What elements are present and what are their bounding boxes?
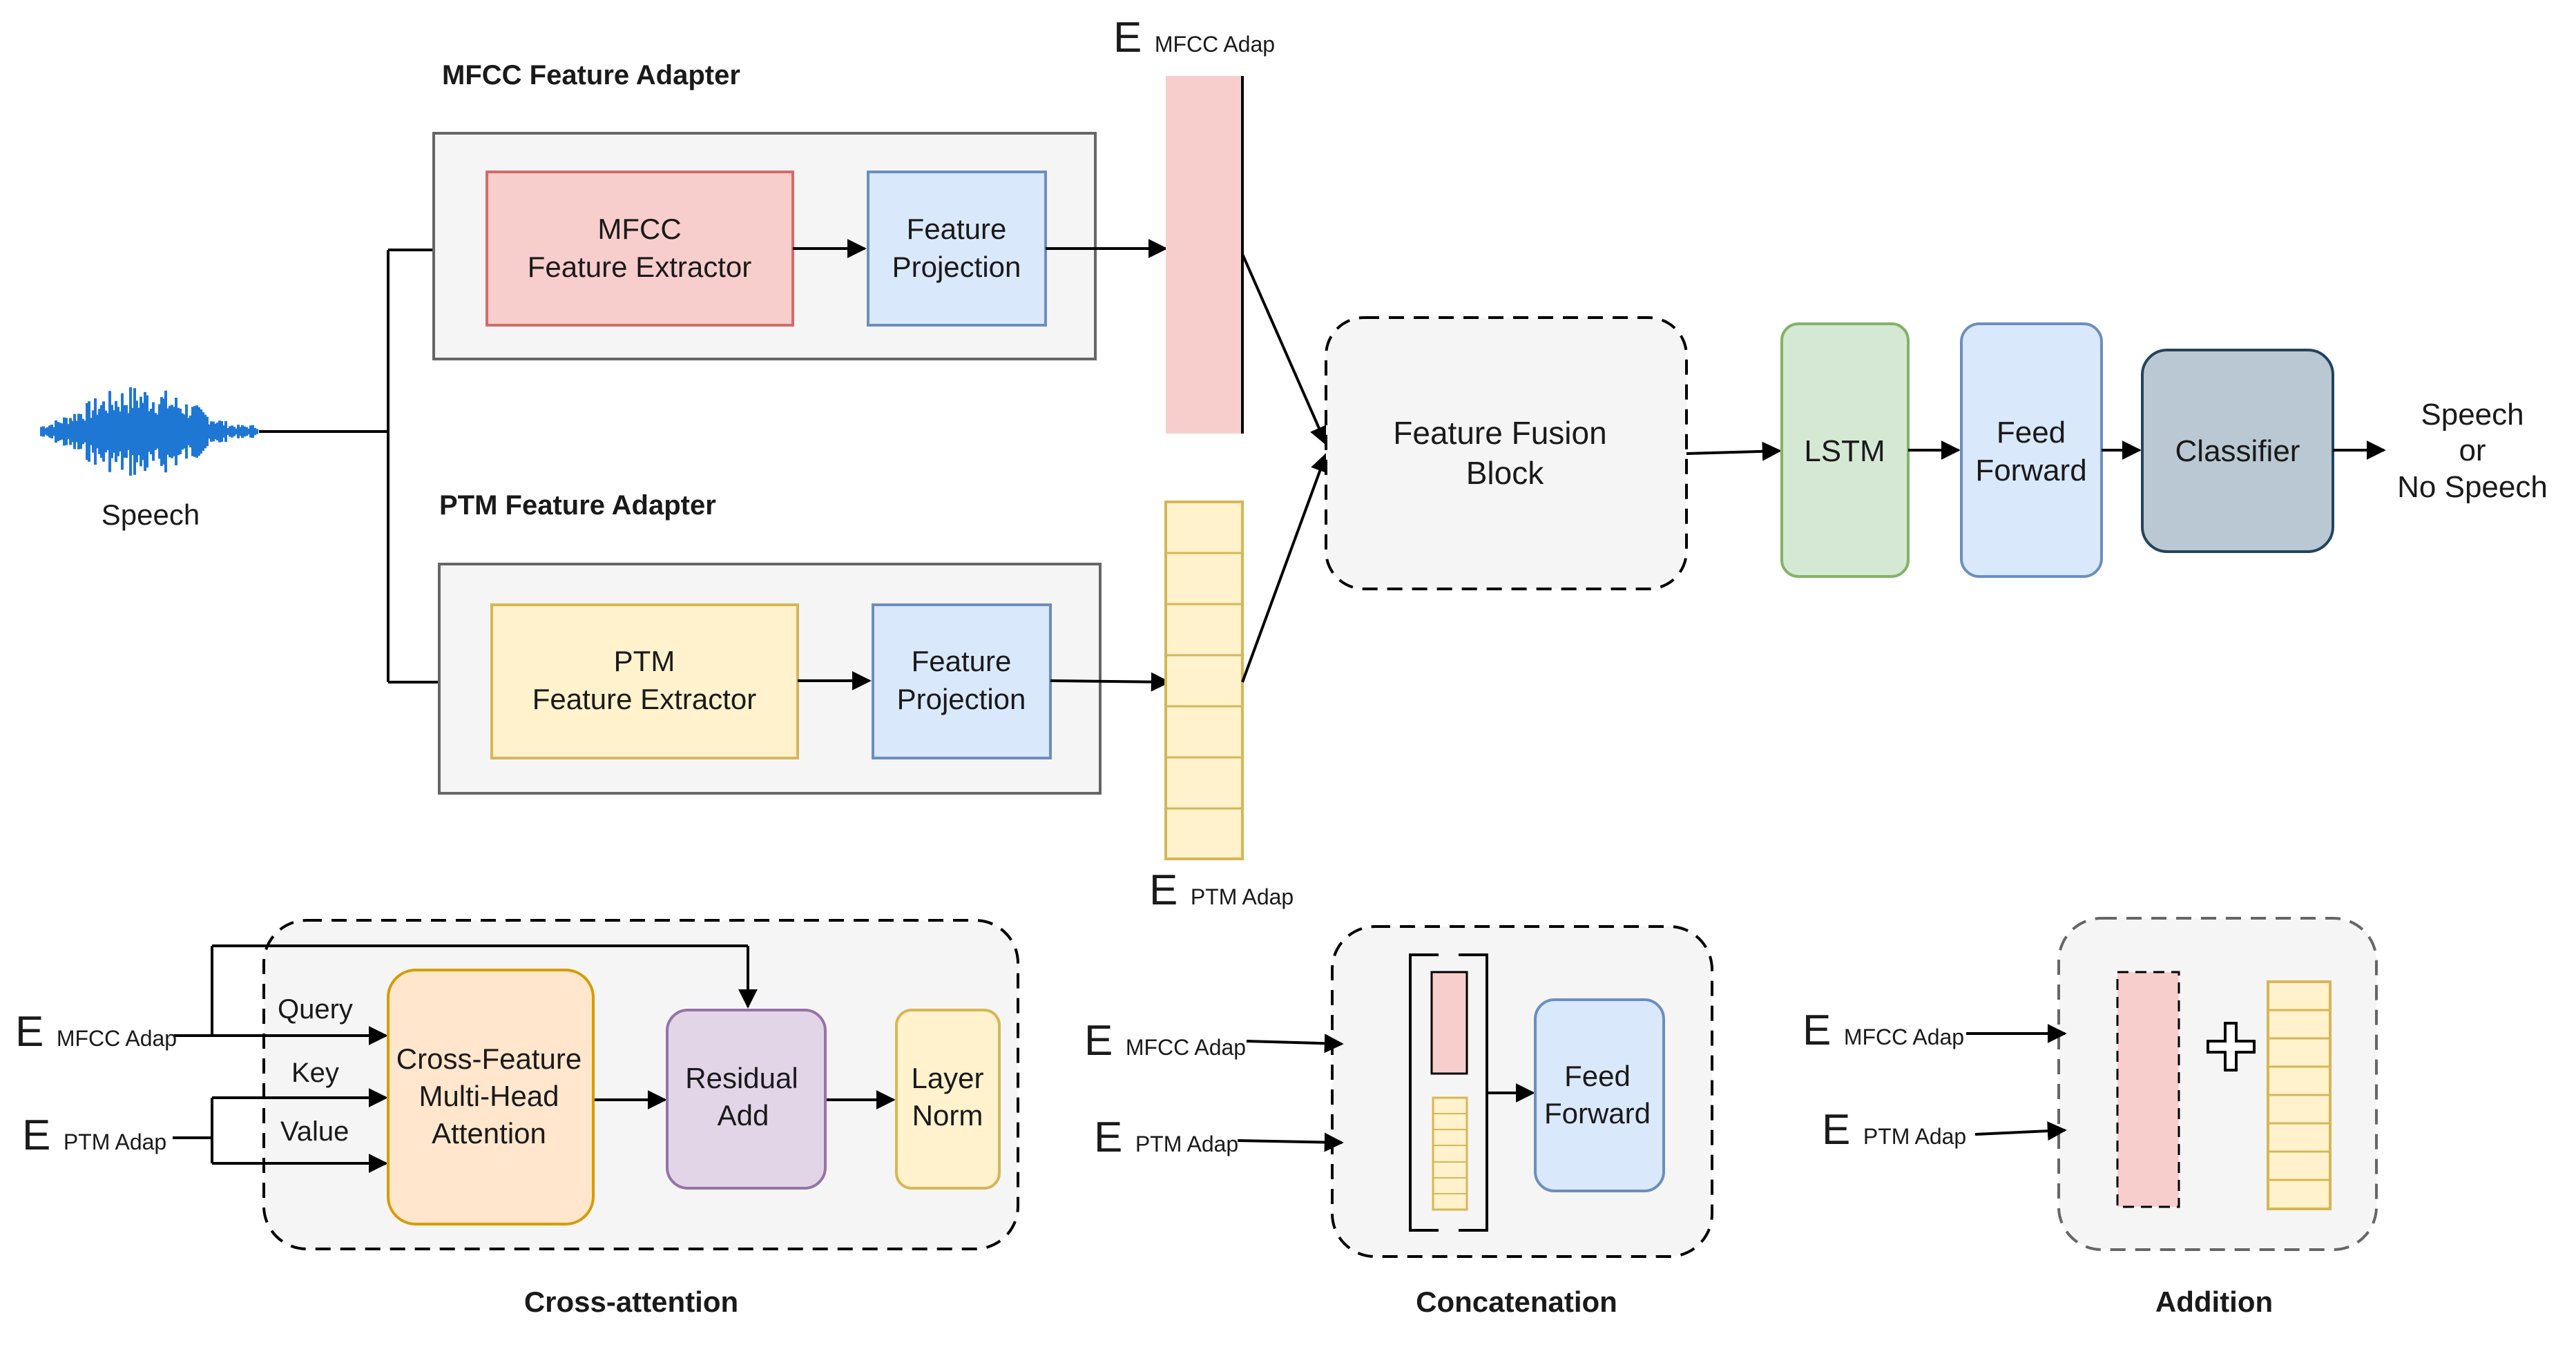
fusion-to-lstm-arrow (1686, 441, 1782, 461)
concat-ptm-vector (1432, 1096, 1468, 1211)
ptm-feature-extractor-block: PTM Feature Extractor (490, 603, 799, 759)
speech-waveform-icon (40, 387, 258, 476)
svg-text:MFCC: MFCC (597, 213, 681, 245)
cross-feature-attention-block: Cross-Feature Multi-Head Attention (387, 969, 595, 1225)
speech-input-label: Speech (102, 498, 200, 531)
svg-text:Forward: Forward (1975, 454, 2086, 487)
layer-norm-block: Layer Norm (895, 1009, 1001, 1190)
query-label: Query (278, 994, 353, 1025)
concat-input-arrows (1237, 1034, 1344, 1152)
mfcc-feature-projection-block: Feature Projection (867, 171, 1047, 327)
svg-text:Feature: Feature (907, 213, 1007, 245)
svg-text:Feature Fusion: Feature Fusion (1393, 415, 1606, 451)
mfcc-embedding-vector (1166, 76, 1244, 434)
svg-text:Feed: Feed (1997, 416, 2066, 449)
concatenation-caption: Concatenation (1416, 1286, 1617, 1318)
e-ptm-adap-cross-label: E PTM Adap (22, 1112, 166, 1159)
mfcc-feature-extractor-block: MFCC Feature Extractor (486, 171, 794, 327)
concat-mfcc-vector (1430, 971, 1468, 1075)
cross-attention-caption: Cross-attention (524, 1286, 738, 1318)
e-mfcc-adap-addition-label: E MFCC Adap (1803, 1007, 1964, 1054)
svg-text:Feature Extractor: Feature Extractor (528, 251, 751, 283)
addition-mfcc-vector (2116, 971, 2180, 1208)
e-mfcc-adap-top-label: E MFCC Adap (1113, 14, 1275, 61)
output-label: Speech or No Speech (2397, 398, 2548, 504)
lstm-block: LSTM (1780, 322, 1910, 578)
svg-text:LSTM: LSTM (1804, 434, 1885, 468)
svg-text:No Speech: No Speech (2397, 470, 2548, 504)
e-ptm-adap-concat-label: E PTM Adap (1094, 1114, 1238, 1161)
value-label: Value (280, 1116, 349, 1147)
addition-ptm-vector (2267, 980, 2332, 1210)
feature-fusion-block: Feature Fusion Block (1325, 316, 1688, 590)
plus-icon (2207, 1022, 2256, 1072)
svg-text:Feed: Feed (1564, 1060, 1631, 1092)
svg-text:Multi-Head: Multi-Head (419, 1080, 559, 1112)
addition-input-arrows (1966, 1024, 2067, 1141)
e-mfcc-adap-cross-label: E MFCC Adap (15, 1008, 177, 1056)
svg-text:Add: Add (718, 1099, 769, 1132)
svg-text:Residual: Residual (685, 1062, 798, 1094)
ptm-embedding-to-fusion-arrow (1241, 452, 1329, 683)
ptm-projection-to-embedding-arrow (1050, 672, 1171, 692)
svg-text:or: or (2459, 434, 2486, 467)
classifier-block: Classifier (2141, 349, 2334, 553)
key-label: Key (291, 1058, 339, 1088)
concat-feed-forward-block: Feed Forward (1534, 998, 1665, 1192)
e-ptm-adap-top-label: E PTM Adap (1149, 866, 1294, 914)
cross-attention-connectors (173, 944, 896, 1173)
svg-text:Layer: Layer (911, 1062, 983, 1094)
ptm-feature-projection-block: Feature Projection (872, 603, 1052, 759)
concatenation-panel: E MFCC Adap E PTM Adap (1084, 925, 1713, 1258)
svg-text:Feature: Feature (912, 645, 1012, 677)
addition-caption: Addition (2155, 1286, 2273, 1318)
svg-text:Forward: Forward (1544, 1097, 1651, 1130)
mfcc-embedding-to-fusion-arrow (1241, 253, 1328, 446)
e-mfcc-adap-concat-label: E MFCC Adap (1084, 1017, 1246, 1065)
svg-text:PTM: PTM (614, 645, 675, 677)
e-ptm-adap-addition-label: E PTM Adap (1822, 1106, 1966, 1154)
feed-forward-block: Feed Forward (1960, 322, 2103, 578)
ptm-embedding-vector (1164, 501, 1244, 860)
svg-text:Projection: Projection (897, 683, 1026, 715)
svg-text:Cross-Feature: Cross-Feature (396, 1043, 581, 1075)
svg-text:Norm: Norm (912, 1099, 983, 1132)
residual-add-block: Residual Add (666, 1009, 827, 1190)
svg-text:Projection: Projection (892, 251, 1021, 283)
svg-text:Block: Block (1466, 455, 1544, 491)
svg-text:Speech: Speech (2421, 398, 2524, 432)
ptm-adapter-title: PTM Feature Adapter (439, 490, 716, 521)
svg-text:Attention: Attention (432, 1117, 546, 1150)
mfcc-adapter-title: MFCC Feature Adapter (442, 60, 740, 90)
svg-text:Classifier: Classifier (2175, 434, 2300, 468)
addition-panel: E MFCC Adap E PTM Adap (1803, 917, 2378, 1251)
cross-attention-panel: E MFCC Adap E PTM Adap Query Key Value (15, 919, 1019, 1250)
svg-text:Feature Extractor: Feature Extractor (532, 683, 756, 715)
